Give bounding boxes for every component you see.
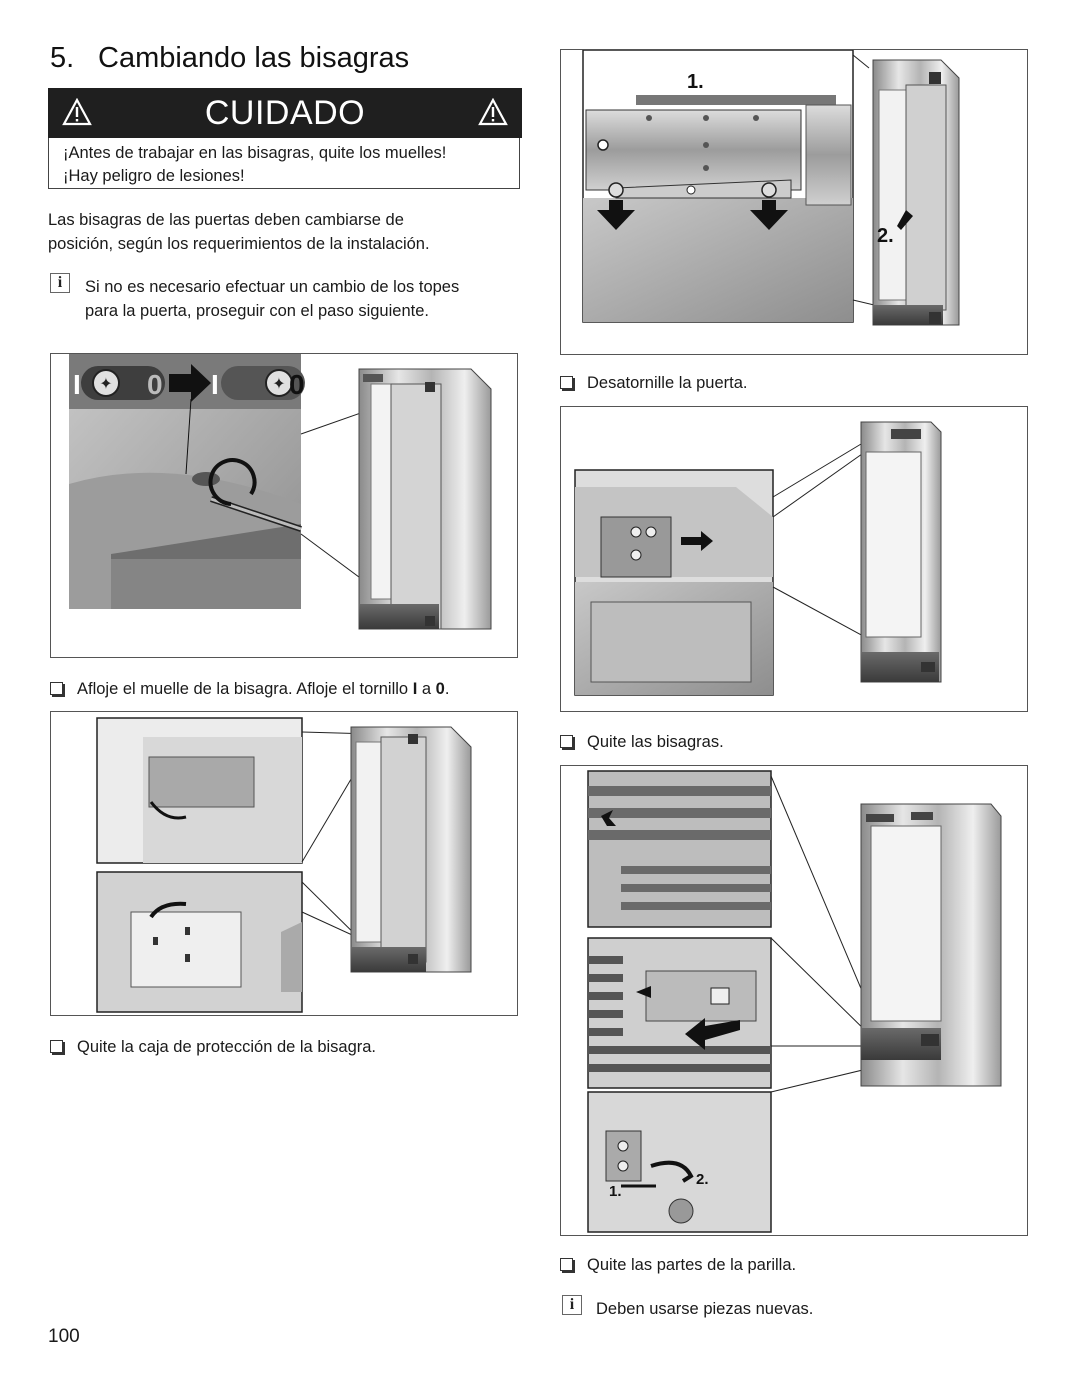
warning-label: CUIDADO xyxy=(204,94,366,132)
step-loosen-spring: Afloje el muelle de la bisagra. Afloje e… xyxy=(50,680,449,699)
step-unscrew-door: Desatornille la puerta. xyxy=(560,374,748,393)
screw-to-label: 0 xyxy=(435,680,445,698)
switch-label-I: I xyxy=(73,369,81,400)
checkbox-bullet-icon xyxy=(50,1040,63,1053)
svg-text:✦: ✦ xyxy=(99,376,112,393)
arrow-icon xyxy=(897,210,913,230)
remove-grille-illustration: 1. 2. xyxy=(587,770,1002,1233)
step-remove-grille: Quite las partes de la parilla. xyxy=(560,1256,796,1275)
switch-label-0: 0 xyxy=(147,369,163,400)
remove-hinges-illustration xyxy=(574,421,942,696)
info-icon: i xyxy=(562,1295,582,1315)
figure-remove-hinges xyxy=(560,406,1028,712)
figure-step-label: 1. xyxy=(609,1183,622,1200)
intro-line: posición, según los requerimientos de la… xyxy=(48,235,430,253)
checkbox-bullet-icon xyxy=(50,682,63,695)
intro-paragraph: Las bisagras de las puertas deben cambia… xyxy=(48,208,430,256)
info-note-line: Si no es necesario efectuar un cambio de… xyxy=(85,278,460,296)
step-text: Quite las partes de la parilla. xyxy=(587,1256,797,1274)
figure-remove-grille: 1. 2. xyxy=(560,765,1028,1236)
switch-label-0: 0 xyxy=(289,369,305,400)
arrow-icon xyxy=(601,810,616,826)
intro-line: Las bisagras de las puertas deben cambia… xyxy=(48,211,404,229)
info-icon: i xyxy=(50,273,70,293)
checkbox-bullet-icon xyxy=(560,376,573,389)
screw-from-label: I xyxy=(412,680,418,698)
arrow-down-icon xyxy=(750,200,788,230)
remove-hinge-cover-illustration xyxy=(96,717,472,1013)
arrow-left-icon xyxy=(636,986,651,998)
step-text: a xyxy=(417,680,436,698)
step-text: Afloje el muelle de la bisagra. Afloje e… xyxy=(77,680,413,698)
page-number: 100 xyxy=(48,1326,80,1347)
step-text: Desatornille la puerta. xyxy=(587,374,748,392)
info-note: Si no es necesario efectuar un cambio de… xyxy=(85,275,459,323)
figure-unscrew-door: 1. 2. xyxy=(560,49,1028,355)
checkbox-bullet-icon xyxy=(560,1258,573,1271)
step-text: Quite la caja de protección de la bisagr… xyxy=(77,1038,377,1056)
arrow-right-icon xyxy=(681,531,713,551)
arrow-icon xyxy=(685,1018,740,1050)
step-remove-cover: Quite la caja de protección de la bisagr… xyxy=(50,1038,376,1057)
warning-triangle-icon xyxy=(62,98,92,126)
step-remove-hinges: Quite las bisagras. xyxy=(560,733,724,752)
figure-step-label: 1. xyxy=(687,71,704,93)
arrow-down-icon xyxy=(597,200,635,230)
step-text: Quite las bisagras. xyxy=(587,733,724,751)
section-title-text: Cambiando las bisagras xyxy=(98,42,410,74)
warning-text-box: ¡Antes de trabajar en las bisagras, quit… xyxy=(48,138,520,189)
warning-text-line: ¡Hay peligro de lesiones! xyxy=(63,167,245,185)
loosen-spring-illustration: ✦ I 0 ✦ I 0 xyxy=(69,354,492,630)
step-text: . xyxy=(444,680,450,698)
unscrew-door-illustration: 1. 2. xyxy=(582,50,960,326)
checkbox-bullet-icon xyxy=(560,735,573,748)
switch-label-I: I xyxy=(211,369,219,400)
svg-text:✦: ✦ xyxy=(272,376,285,393)
info-note-new-parts: Deben usarse piezas nuevas. xyxy=(596,1300,814,1318)
figure-remove-hinge-cover xyxy=(50,711,518,1016)
arrow-right-icon xyxy=(169,364,211,402)
section-number: 5. xyxy=(50,42,75,74)
figure-step-label: 2. xyxy=(696,1171,709,1188)
figure-step-label: 2. xyxy=(877,225,894,247)
warning-banner: CUIDADO xyxy=(48,88,522,138)
figure-loosen-spring: ✦ I 0 ✦ I 0 xyxy=(50,353,518,658)
warning-triangle-icon xyxy=(478,98,508,126)
section-title: 5. Cambiando las bisagras xyxy=(50,42,409,75)
warning-text-line: ¡Antes de trabajar en las bisagras, quit… xyxy=(63,144,447,162)
info-note-line: para la puerta, proseguir con el paso si… xyxy=(85,302,429,320)
